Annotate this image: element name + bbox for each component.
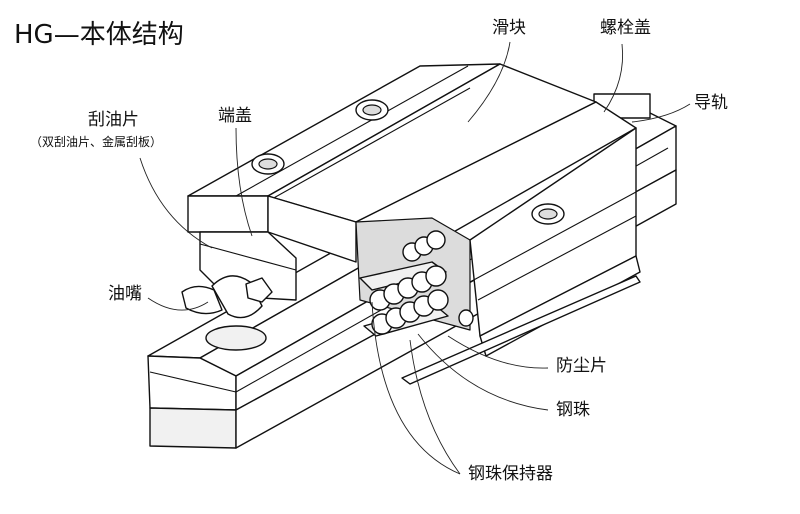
ball-assembly [359, 230, 449, 337]
grease-nipple-drawing [181, 275, 273, 351]
bolt-cap-holes [251, 99, 565, 327]
dust-strip-drawing [401, 275, 641, 385]
page-title: HG—本体结构 [14, 20, 184, 50]
label-ball-retainer: 钢珠保持器 [468, 464, 553, 484]
label-end-cap: 端盖 [218, 106, 252, 126]
leader-lines [139, 41, 691, 475]
label-scraper: 刮油片 [88, 110, 139, 130]
label-scraper-note: （双刮油片、金属刮板） [30, 135, 163, 149]
label-rail: 导轨 [694, 93, 728, 113]
label-steel-ball: 钢珠 [556, 400, 590, 420]
label-bolt-cap: 螺栓盖 [600, 18, 651, 38]
label-grease-nipple: 油嘴 [108, 284, 142, 304]
label-dust-strip: 防尘片 [556, 356, 607, 376]
label-slider: 滑块 [492, 18, 526, 38]
